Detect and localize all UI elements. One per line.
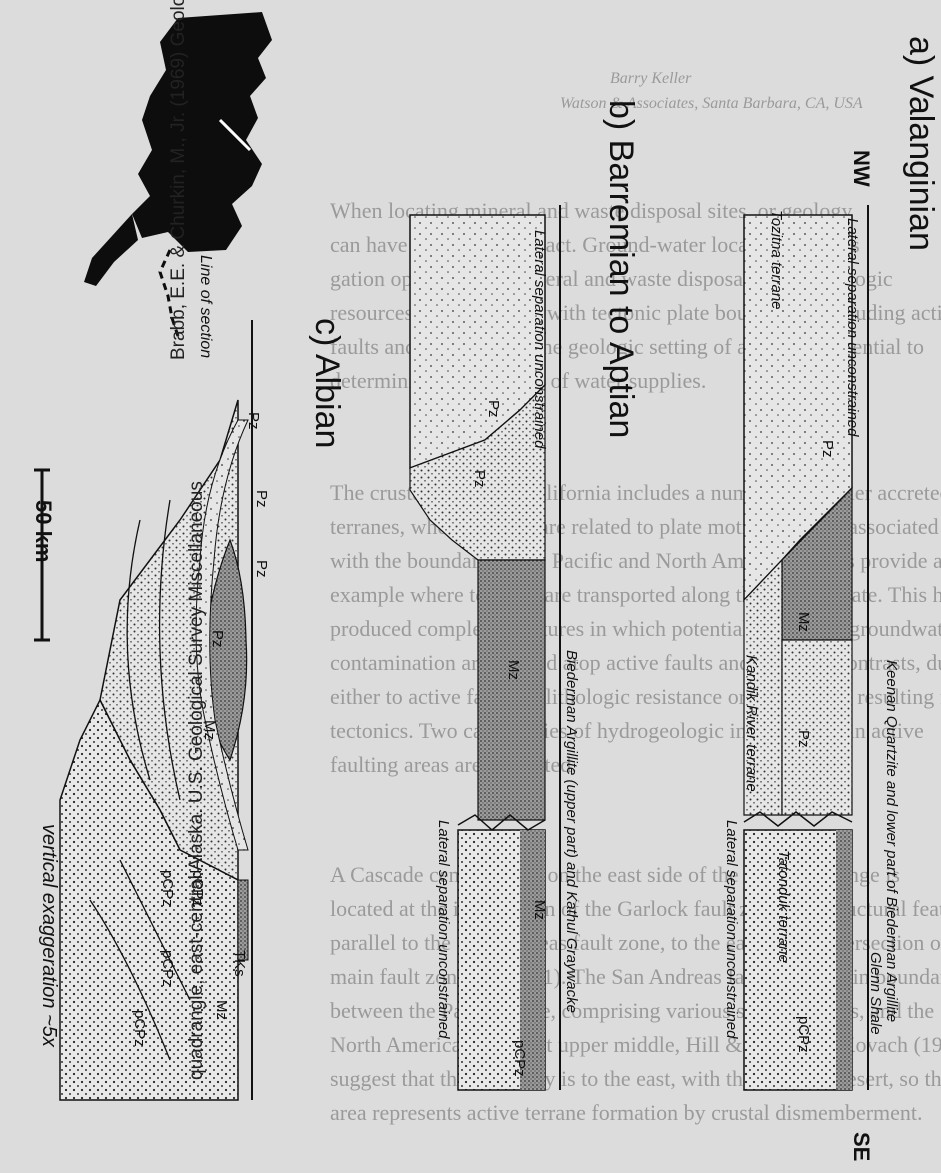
panel-c-pz-label: Pz bbox=[245, 412, 262, 430]
tozitna-terrane-label: Tozitna terrane bbox=[768, 210, 785, 310]
panel-c-section bbox=[60, 320, 252, 1100]
lateral-separation-b-label: Lateral separation unconstrained bbox=[531, 230, 548, 448]
panel-c-pcpz-label-3: pCPz bbox=[159, 950, 176, 987]
panel-a-kandik-body bbox=[782, 640, 852, 815]
vertical-exaggeration-label: vertical exaggeration ~5x bbox=[37, 824, 60, 1047]
panel-c-pz-label-2: Pz bbox=[253, 490, 270, 508]
panel-b-mz-body bbox=[478, 560, 545, 820]
panel-a-pz-label-2: Pz bbox=[795, 730, 812, 748]
panel-b-mz-label: Mz bbox=[505, 660, 522, 680]
nw-label: NW bbox=[848, 150, 874, 187]
glenn-shale-label: Glenn Shale bbox=[867, 952, 884, 1035]
panel-b-pcpz-label: pCPz bbox=[511, 1040, 528, 1077]
tatonduk-terrane-label: Tatonduk terrane bbox=[775, 850, 792, 963]
panel-b-title: b) Barremian to Aptian bbox=[601, 100, 640, 438]
reference-line: Brabb, E.E. & Churkin, M., Jr. (1969) Ge… bbox=[168, 0, 190, 360]
se-label: SE bbox=[848, 1132, 874, 1161]
biederman-argillite-label: Biederman Argillite (upper part) and Kat… bbox=[563, 650, 580, 1013]
lateral-separation-a2-label: Lateral separation unconstrained bbox=[723, 820, 740, 1038]
panel-b-pz-label: Pz bbox=[485, 400, 502, 418]
panel-c-pcpz-label-4: pCPz bbox=[131, 1010, 148, 1047]
panel-a-glenn-shale bbox=[836, 830, 852, 1090]
alaska-panhandle bbox=[84, 214, 138, 286]
line-of-section-label: Line of section bbox=[196, 255, 214, 358]
lateral-separation-a-label: Lateral separation unconstrained bbox=[844, 218, 861, 436]
panel-c-pcpz-label: pCPz bbox=[189, 870, 206, 907]
panel-a-title: a) Valanginian bbox=[901, 36, 940, 251]
panel-a-pcpz-label: pCPz bbox=[795, 1016, 812, 1053]
panel-c-pz-label-3: Pz bbox=[253, 560, 270, 578]
alaska-silhouette bbox=[132, 12, 272, 252]
panel-c-pz-label-4: Pz bbox=[209, 630, 226, 648]
panel-c-mz-lens-label: Mz bbox=[201, 720, 218, 740]
kandik-river-terrane-label: Kandik River terrane bbox=[743, 655, 760, 792]
scale-bar-label: 50 km bbox=[30, 500, 56, 562]
panel-b-mz-label-2: Mz bbox=[531, 900, 548, 920]
panel-a-mz-label: Mz bbox=[795, 612, 812, 632]
reference-line: quadrangle, east-central Alaska. U.S. Ge… bbox=[186, 481, 208, 1080]
panel-c-tks-label: TKs bbox=[231, 950, 248, 977]
panel-c-tks-layer bbox=[238, 880, 248, 960]
panel-c-title: c) Albian bbox=[307, 318, 346, 448]
lateral-separation-b2-label: Lateral separation unconstrained bbox=[435, 820, 452, 1038]
panel-c-mz-label: Mz bbox=[213, 1000, 230, 1020]
panel-a-pz-label: Pz bbox=[819, 440, 836, 458]
panel-b-pz-label-2: Pz bbox=[471, 470, 488, 488]
panel-c-pcpz-label-2: pCPz bbox=[159, 870, 176, 907]
keenan-quartzite-label: Keenan Quartzite and lower part of Biede… bbox=[883, 660, 900, 1022]
